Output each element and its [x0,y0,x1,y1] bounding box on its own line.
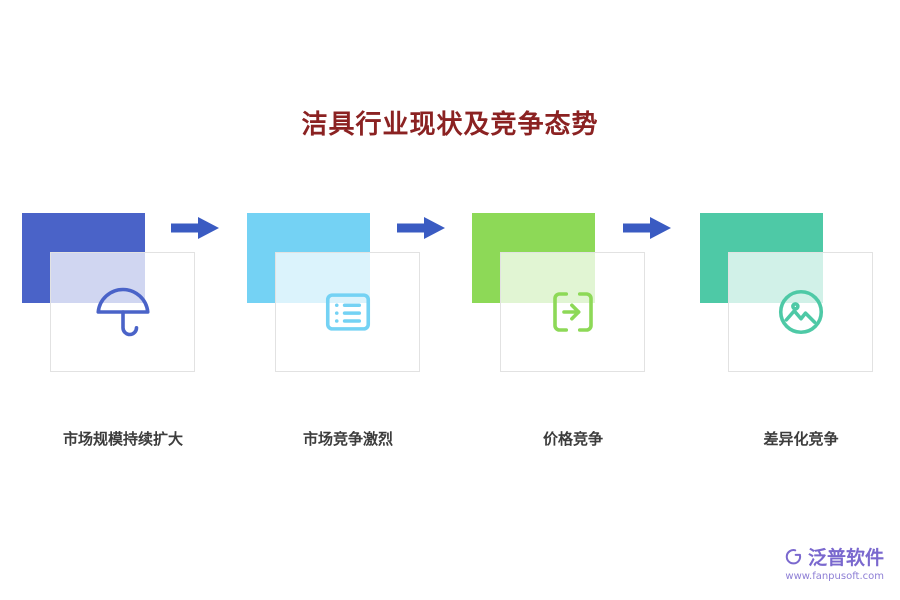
step-card [728,252,873,372]
list-icon [325,293,370,331]
step-card [275,252,420,372]
arrow-right-icon [623,217,671,239]
page-title: 洁具行业现状及竞争态势 [301,110,599,140]
step-card [50,252,195,372]
brand-logo-icon [785,548,802,564]
photo-icon [778,289,823,335]
step-label: 市场规模持续扩大 [62,430,183,448]
arrow-right-icon [171,217,219,239]
brand-watermark: 泛普软件 www.fanpusoft.com [784,543,884,582]
transfer-icon [552,292,593,332]
umbrella-icon [95,287,150,337]
brand-url: www.fanpusoft.com [785,571,884,582]
step-card [500,252,645,372]
step-label: 价格竞争 [542,430,603,448]
brand-name: 泛普软件 [807,547,884,569]
arrow-right-icon [397,217,445,239]
step-label: 差异化竞争 [763,430,839,448]
step-label: 市场竞争激烈 [302,430,393,448]
